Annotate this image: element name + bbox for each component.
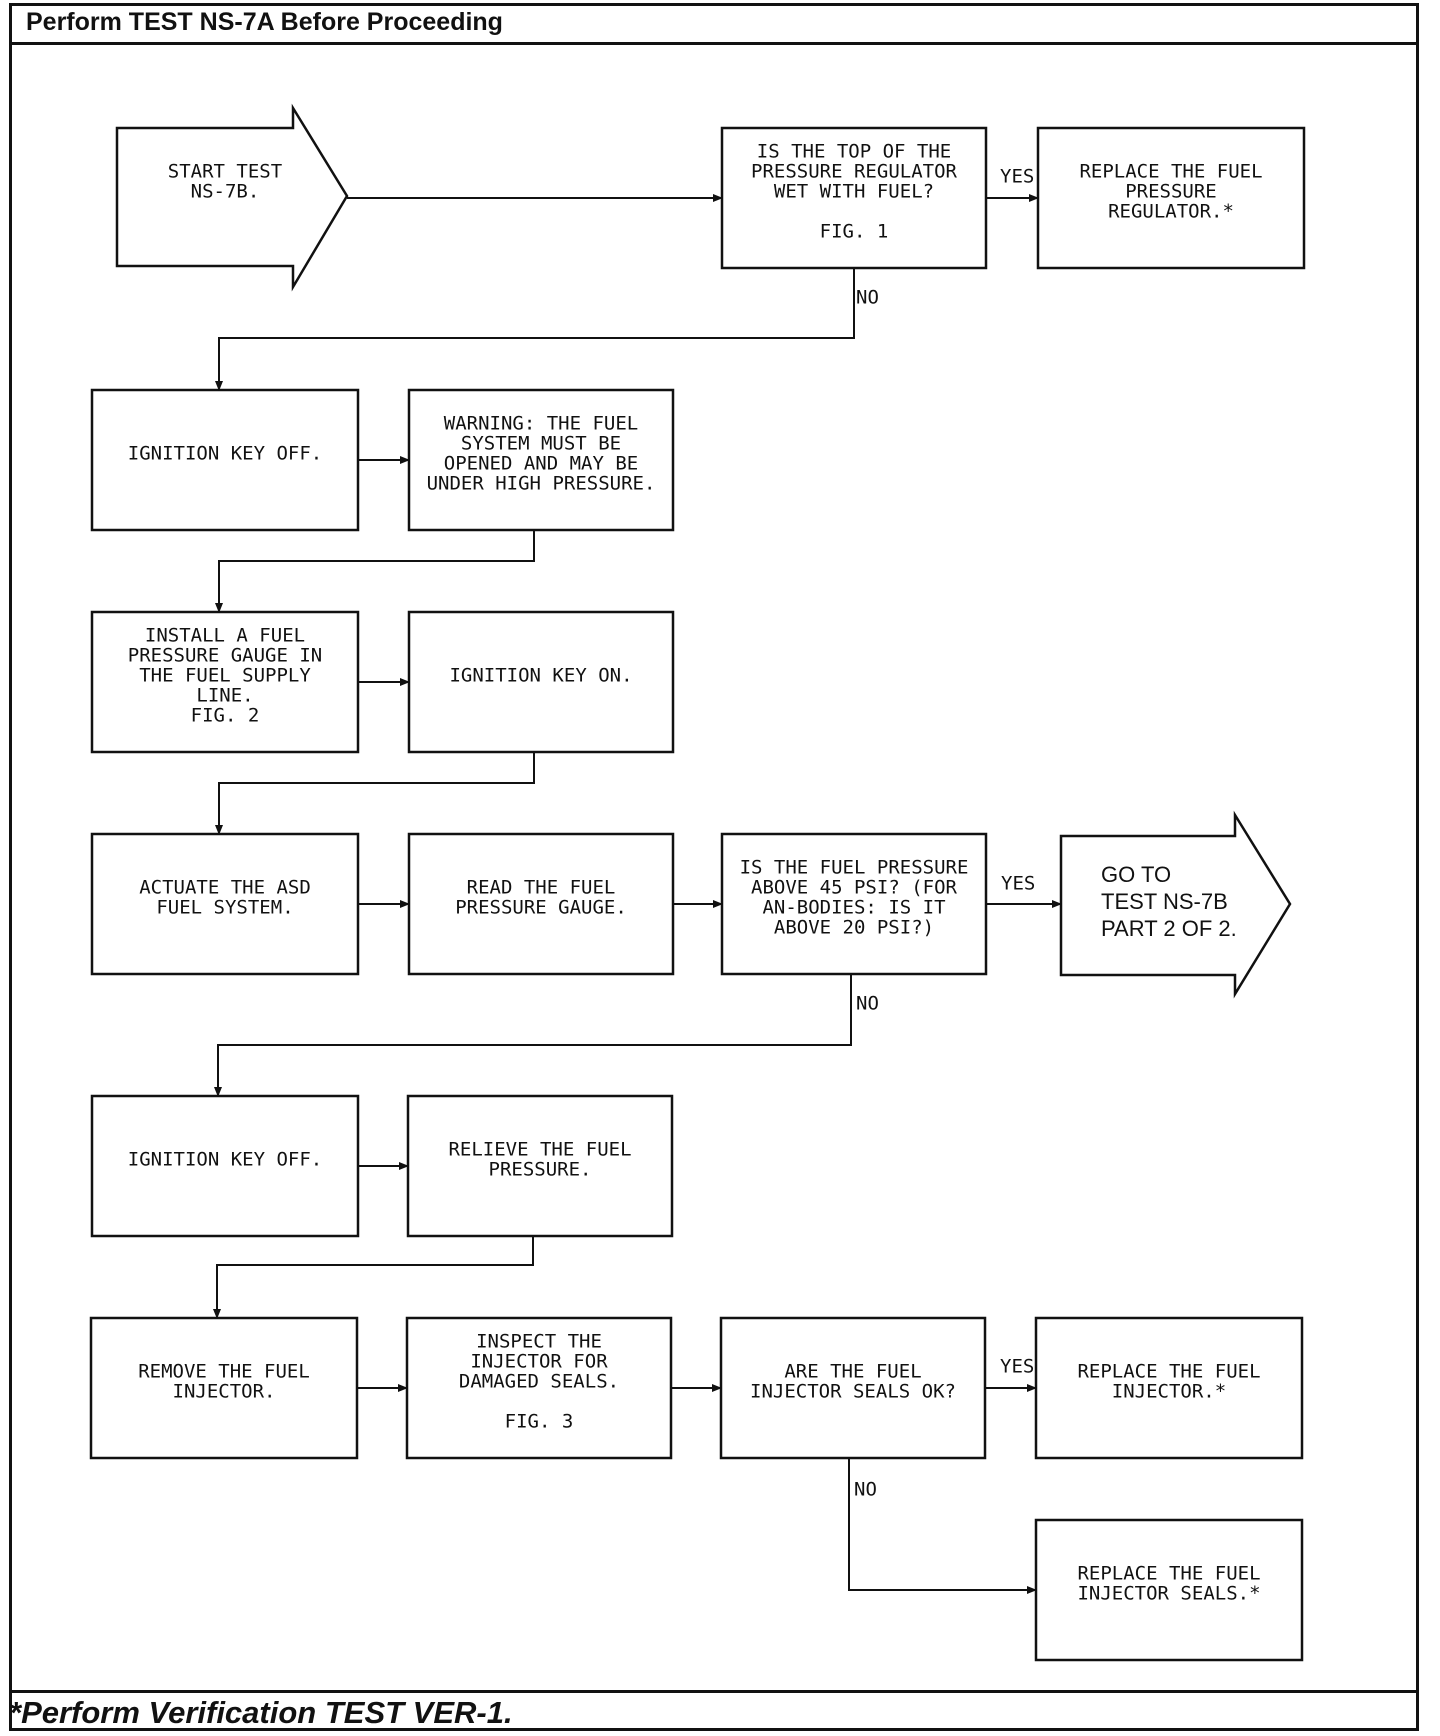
yes-label-pressure: YES bbox=[1001, 873, 1035, 895]
warning-box bbox=[407, 388, 675, 532]
replace-regulator-line: REGULATOR.* bbox=[1108, 201, 1234, 223]
replace-injector-box bbox=[1034, 1316, 1304, 1460]
relieve-line: PRESSURE. bbox=[489, 1159, 592, 1181]
relieve-box bbox=[406, 1094, 674, 1238]
edge-no-seals bbox=[848, 1458, 1037, 1594]
actuate-line: ACTUATE THE ASD bbox=[139, 877, 311, 899]
q-seals-box bbox=[719, 1316, 987, 1460]
edge-keyon-to-actuate bbox=[215, 752, 535, 835]
q-pressure-line: AN-BODIES: IS IT bbox=[762, 897, 945, 919]
no-label-pressure: NO bbox=[856, 993, 879, 1015]
no-label-regulator: NO bbox=[856, 287, 879, 309]
replace-seals-box bbox=[1034, 1518, 1304, 1662]
warning-line: UNDER HIGH PRESSURE. bbox=[427, 473, 656, 495]
goto-line: GO TO bbox=[1101, 862, 1171, 887]
q-pressure-line: ABOVE 20 PSI?) bbox=[774, 917, 934, 939]
warning-line: OPENED AND MAY BE bbox=[444, 453, 638, 475]
remove-injector-line: INJECTOR. bbox=[173, 1381, 276, 1403]
q-regulator-line: IS THE TOP OF THE bbox=[757, 141, 951, 163]
install-gauge-line: PRESSURE GAUGE IN bbox=[128, 645, 322, 667]
edge-warning-to-install bbox=[215, 530, 535, 613]
install-gauge-line: THE FUEL SUPPLY bbox=[139, 665, 311, 687]
no-label-seals: NO bbox=[854, 1479, 877, 1501]
q-seals-line: ARE THE FUEL bbox=[784, 1361, 921, 1383]
header-title: Perform TEST NS-7A Before Proceeding bbox=[26, 8, 503, 36]
replace-regulator-line: PRESSURE bbox=[1125, 181, 1217, 203]
replace-seals-line: REPLACE THE FUEL bbox=[1077, 1563, 1260, 1585]
warning-line: WARNING: THE FUEL bbox=[444, 413, 638, 435]
replace-injector-line: INJECTOR.* bbox=[1112, 1381, 1226, 1403]
key-on-box bbox=[407, 610, 675, 754]
q-regulator-line: FIG. 1 bbox=[820, 221, 889, 243]
start-arrow-shape bbox=[115, 103, 349, 292]
inspect-line: FIG. 3 bbox=[505, 1411, 574, 1433]
key-off-2-box bbox=[90, 1094, 360, 1238]
edge-relieve-to-remove bbox=[213, 1236, 534, 1319]
install-gauge-line: INSTALL A FUEL bbox=[145, 625, 305, 647]
inspect-line: INJECTOR FOR bbox=[470, 1351, 608, 1373]
start-line: NS-7B. bbox=[191, 181, 260, 203]
replace-regulator-line: REPLACE THE FUEL bbox=[1079, 161, 1262, 183]
goto-arrow-shape bbox=[1059, 810, 1292, 999]
goto-line: TEST NS-7B bbox=[1101, 889, 1228, 914]
q-pressure-box bbox=[720, 832, 988, 976]
inspect-box bbox=[405, 1316, 673, 1460]
key-on-line: IGNITION KEY ON. bbox=[449, 665, 632, 687]
install-gauge-box bbox=[90, 610, 360, 754]
yes-label-regulator: YES bbox=[1000, 166, 1034, 188]
q-pressure-line: IS THE FUEL PRESSURE bbox=[740, 857, 969, 879]
key-off-2-line: IGNITION KEY OFF. bbox=[128, 1149, 322, 1171]
install-gauge-line: LINE. bbox=[196, 685, 253, 707]
actuate-line: FUEL SYSTEM. bbox=[156, 897, 293, 919]
actuate-box bbox=[90, 832, 360, 976]
replace-injector-line: REPLACE THE FUEL bbox=[1077, 1361, 1260, 1383]
yes-label-seals: YES bbox=[1000, 1356, 1034, 1378]
key-off-1-box bbox=[90, 388, 360, 532]
inspect-line: INSPECT THE bbox=[476, 1331, 602, 1353]
replace-seals-line: INJECTOR SEALS.* bbox=[1077, 1583, 1260, 1605]
q-seals-line: INJECTOR SEALS OK? bbox=[750, 1381, 956, 1403]
remove-injector-line: REMOVE THE FUEL bbox=[138, 1361, 310, 1383]
replace-regulator-box bbox=[1036, 126, 1306, 270]
key-off-1-line: IGNITION KEY OFF. bbox=[128, 443, 322, 465]
edge-no-pressure bbox=[214, 974, 852, 1097]
read-gauge-line: READ THE FUEL bbox=[467, 877, 616, 899]
q-regulator-line: PRESSURE REGULATOR bbox=[751, 161, 957, 183]
footer-bar: *Perform Verification TEST VER-1. bbox=[9, 1690, 1419, 1731]
warning-line: SYSTEM MUST BE bbox=[461, 433, 621, 455]
relieve-line: RELIEVE THE FUEL bbox=[448, 1139, 631, 1161]
page-frame bbox=[9, 3, 1419, 1731]
read-gauge-line: PRESSURE GAUGE. bbox=[455, 897, 627, 919]
q-regulator-line: WET WITH FUEL? bbox=[774, 181, 934, 203]
goto-line: PART 2 OF 2. bbox=[1101, 916, 1237, 941]
edge-no-regulator bbox=[215, 268, 855, 391]
inspect-line: DAMAGED SEALS. bbox=[459, 1371, 619, 1393]
start-line: START TEST bbox=[168, 161, 282, 183]
install-gauge-line: FIG. 2 bbox=[191, 705, 260, 727]
header-bar: Perform TEST NS-7A Before Proceeding bbox=[9, 3, 1419, 45]
q-pressure-line: ABOVE 45 PSI? (FOR bbox=[751, 877, 957, 899]
remove-injector-box bbox=[89, 1316, 359, 1460]
footer-note: *Perform Verification TEST VER-1. bbox=[9, 1695, 513, 1730]
q-regulator-box bbox=[720, 126, 988, 270]
